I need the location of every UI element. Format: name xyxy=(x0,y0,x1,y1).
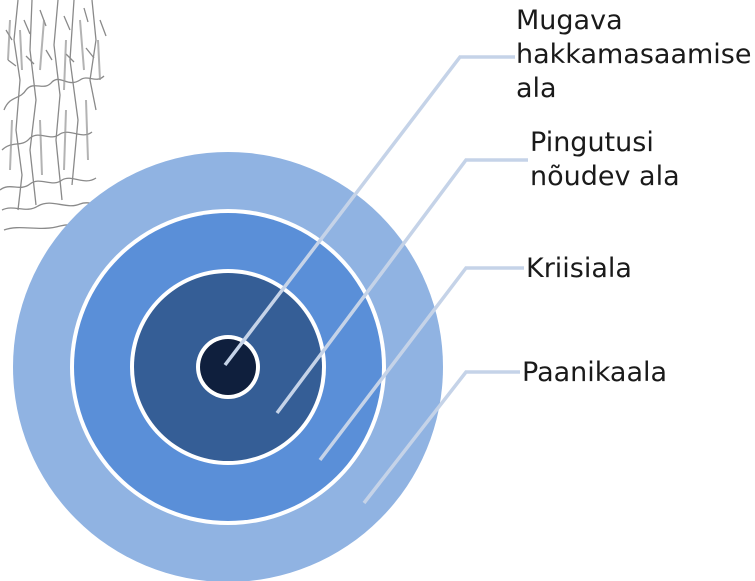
label-line: Mugava xyxy=(516,4,752,38)
label-line: ala xyxy=(516,72,752,106)
label-line: Paanikaala xyxy=(522,356,667,390)
label-panic-zone: Paanikaala xyxy=(522,356,667,390)
label-line: hakkamasaamise xyxy=(516,38,752,72)
forest-sketch-icon xyxy=(0,0,112,230)
label-crisis-zone: Kriisiala xyxy=(526,252,632,286)
label-line: Pingutusi xyxy=(530,126,680,160)
label-comfort-zone: Mugava hakkamasaamise ala xyxy=(516,4,752,106)
label-line: nõudev ala xyxy=(530,160,680,194)
label-line: Kriisiala xyxy=(526,252,632,286)
label-effort-zone: Pingutusi nõudev ala xyxy=(530,126,680,194)
ring-comfort xyxy=(200,339,256,395)
